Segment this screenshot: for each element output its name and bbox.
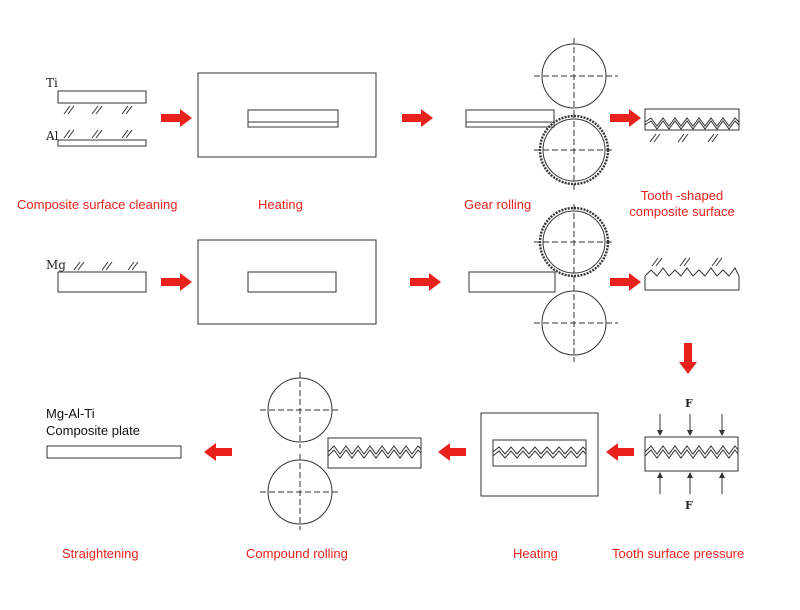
tooth-plate-mid bbox=[644, 257, 740, 291]
label-heating-top: Heating bbox=[258, 197, 303, 212]
al-plate bbox=[57, 139, 147, 147]
label-product-line2: Composite plate bbox=[46, 423, 140, 438]
force-label-top: F bbox=[685, 397, 693, 410]
arrow-9 bbox=[204, 443, 232, 461]
arrow-3 bbox=[610, 109, 641, 127]
roller-bottom bbox=[534, 285, 618, 362]
gear-roll-plate-mid bbox=[468, 271, 556, 293]
label-mg: Mg bbox=[46, 258, 66, 272]
label-tooth-surface: Tooth -shaped composite surface bbox=[624, 188, 740, 220]
arrow-4 bbox=[161, 273, 192, 291]
arrow-down bbox=[679, 343, 697, 374]
arrow-6 bbox=[610, 273, 641, 291]
compound-plate bbox=[327, 437, 422, 469]
label-tooth-pressure: Tooth surface pressure bbox=[612, 546, 745, 561]
mg-plate bbox=[57, 271, 147, 293]
compound-roller-bottom bbox=[260, 454, 340, 530]
gear-roll-plate-top bbox=[465, 109, 555, 128]
label-compound-rolling: Compound rolling bbox=[246, 546, 348, 561]
label-gear-rolling: Gear rolling bbox=[464, 197, 532, 212]
label-heating-bottom: Heating bbox=[513, 546, 558, 561]
gear-roller-1 bbox=[534, 112, 614, 190]
label-straightening: Straightening bbox=[62, 546, 139, 561]
furnace-mid-plate bbox=[247, 271, 337, 293]
furnace-top bbox=[197, 72, 377, 158]
label-tooth-surface-line2: composite surface bbox=[629, 204, 735, 219]
cleaning-hatch-ti bbox=[63, 105, 133, 115]
furnace-top-plate bbox=[247, 109, 339, 128]
gear-roller-2 bbox=[534, 204, 614, 282]
arrow-7 bbox=[606, 443, 634, 461]
arrow-1 bbox=[161, 109, 192, 127]
label-ti: Ti bbox=[46, 76, 58, 90]
arrow-8 bbox=[438, 443, 466, 461]
furnace-mid bbox=[197, 239, 377, 325]
label-cleaning: Composite surface cleaning bbox=[17, 197, 178, 212]
label-product: Mg-Al-Ti Composite plate bbox=[46, 405, 140, 439]
furnace-bottom bbox=[480, 412, 599, 497]
arrow-2 bbox=[402, 109, 433, 127]
compound-roller-top bbox=[260, 372, 340, 448]
ti-plate bbox=[57, 90, 147, 104]
arrow-5 bbox=[410, 273, 441, 291]
roller-top bbox=[534, 38, 618, 114]
furnace-bottom-plate bbox=[492, 439, 587, 467]
label-tooth-surface-line1: Tooth -shaped bbox=[640, 188, 724, 203]
label-al: Al bbox=[46, 129, 59, 143]
pressure-plate bbox=[644, 436, 739, 472]
cleaning-hatch-al bbox=[63, 129, 133, 139]
tooth-plate-top bbox=[644, 108, 740, 143]
final-plate bbox=[46, 445, 182, 459]
force-label-bottom: F bbox=[685, 499, 693, 512]
label-product-line1: Mg-Al-Ti bbox=[46, 406, 95, 421]
cleaning-hatch-mg bbox=[73, 261, 139, 271]
